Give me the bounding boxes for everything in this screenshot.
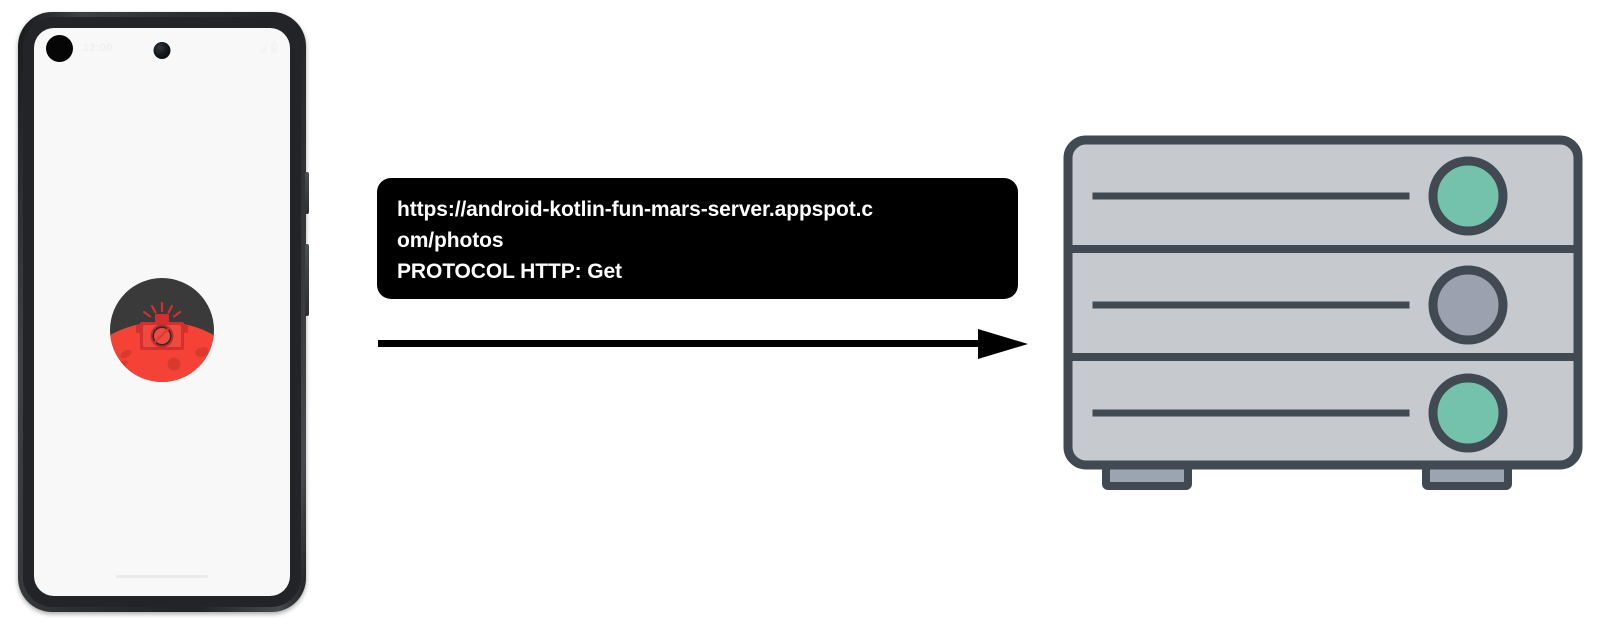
mars-photos-app-logo	[110, 278, 214, 382]
request-url-line-1: https://android-kotlin-fun-mars-server.a…	[397, 198, 873, 221]
front-camera-punch-hole-icon	[153, 42, 171, 59]
android-phone-mockup: 12:00	[18, 12, 309, 612]
server-unit-2	[1092, 265, 1508, 345]
web-server-illustration	[1058, 128, 1588, 503]
battery-icon	[271, 40, 278, 54]
server-unit-1	[1092, 156, 1508, 236]
status-bar-time: 12:00	[83, 41, 113, 54]
status-bar: 12:00	[34, 28, 290, 68]
request-arrow	[378, 325, 1028, 363]
account-avatar-icon[interactable]	[46, 34, 73, 62]
phone-screen[interactable]: 12:00	[34, 28, 290, 596]
phone-volume-button[interactable]	[305, 244, 309, 316]
home-gesture-indicator[interactable]	[116, 575, 208, 578]
request-url-line-2: om/photos	[397, 229, 504, 252]
server-unit-3	[1092, 373, 1508, 453]
http-request-label: https://android-kotlin-fun-mars-server.a…	[377, 178, 1018, 299]
signal-bars-icon	[258, 43, 267, 53]
status-bar-icons	[258, 40, 278, 54]
phone-power-button[interactable]	[305, 172, 309, 214]
request-protocol-line: PROTOCOL HTTP: Get	[397, 260, 622, 283]
